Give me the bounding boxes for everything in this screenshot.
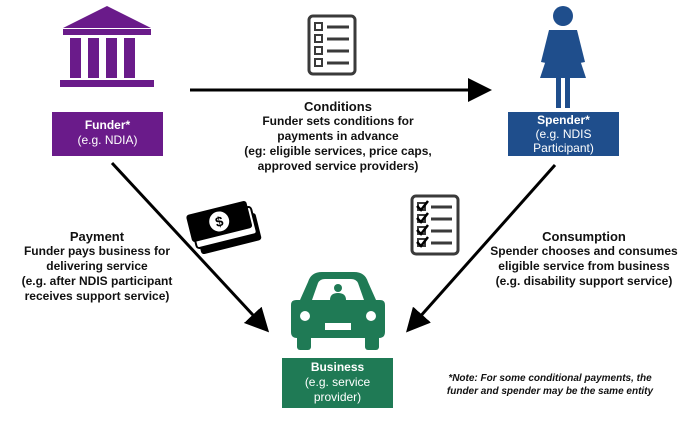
bank-building-icon	[60, 6, 154, 87]
checklist-icon	[307, 14, 357, 76]
footnote-line-2: funder and spender may be the same entit…	[446, 386, 654, 397]
payment-line: Funder pays business for	[23, 244, 171, 258]
consumption-line: (e.g. disability support service)	[495, 274, 673, 288]
conditions-line: approved service providers)	[257, 159, 419, 173]
conditions-line: (eg: eligible services, price caps,	[244, 144, 432, 158]
footnote: *Note: For some conditional payments, th…	[430, 372, 670, 398]
spender-subtitle-2: Participant)	[533, 141, 594, 155]
funder-node: Funder* (e.g. NDIA)	[52, 112, 163, 156]
payment-label: Payment Funder pays business for deliver…	[2, 229, 192, 304]
funder-title: Funder*	[84, 118, 131, 132]
checked-list-icon	[410, 194, 460, 256]
money-icon: $	[186, 201, 262, 255]
business-title: Business	[310, 360, 365, 374]
spender-title: Spender*	[537, 113, 590, 127]
payment-line: receives support service)	[24, 289, 170, 303]
consumption-arrow	[406, 164, 557, 333]
spender-node: Spender* (e.g. NDIS Participant)	[508, 112, 619, 156]
woman-icon	[540, 6, 586, 108]
payment-line: delivering service	[46, 259, 148, 273]
funder-subtitle: (e.g. NDIA)	[77, 133, 138, 147]
consumption-label: Consumption Spender chooses and consumes…	[478, 229, 690, 289]
spender-subtitle-1: (e.g. NDIS	[535, 127, 592, 141]
car-icon	[291, 272, 385, 350]
conditions-heading: Conditions	[304, 99, 372, 114]
payment-line: (e.g. after NDIS participant	[21, 274, 173, 288]
conditions-label: Conditions Funder sets conditions for pa…	[225, 99, 451, 174]
payment-arrow	[110, 161, 270, 333]
consumption-line: eligible service from business	[498, 259, 670, 273]
consumption-line: Spender chooses and consumes	[490, 244, 678, 258]
business-subtitle-2: provider)	[313, 390, 362, 404]
payment-heading: Payment	[69, 229, 125, 244]
svg-text:$: $	[213, 213, 225, 230]
business-node: Business (e.g. service provider)	[282, 358, 393, 408]
footnote-line-1: *Note: For some conditional payments, th…	[448, 373, 652, 384]
consumption-heading: Consumption	[542, 229, 626, 244]
business-subtitle-1: (e.g. service	[304, 375, 371, 389]
conditions-line: Funder sets conditions for	[262, 114, 414, 128]
conditions-line: payments in advance	[277, 129, 399, 143]
